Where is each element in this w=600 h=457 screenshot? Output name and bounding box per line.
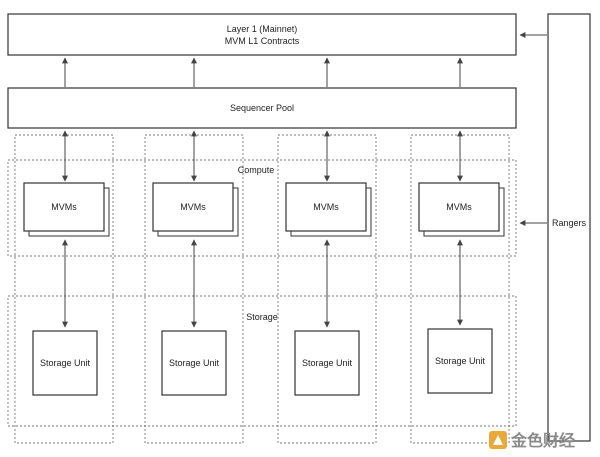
storage-group xyxy=(7,295,517,427)
storage-unit-box-1: Storage Unit xyxy=(32,330,98,396)
storage-unit-label: Storage Unit xyxy=(169,358,220,368)
mvms-label: MVMs xyxy=(313,202,339,212)
mvms-box-4: MVMs xyxy=(418,182,505,237)
layer1-title: Layer 1 (Mainnet) xyxy=(227,24,298,34)
gold-logo-icon xyxy=(489,431,507,449)
storage-unit-label: Storage Unit xyxy=(302,358,353,368)
storage-unit-box-2: Storage Unit xyxy=(161,330,227,396)
layer1-subtitle: MVM L1 Contracts xyxy=(225,36,300,46)
watermark: 金色财经 xyxy=(489,431,575,450)
storage-unit-box-3: Storage Unit xyxy=(294,330,360,396)
mvms-box-2: MVMs xyxy=(152,182,239,237)
mvms-box-3: MVMs xyxy=(285,182,372,237)
sequencer-pool-label: Sequencer Pool xyxy=(230,103,294,113)
mvms-label: MVMs xyxy=(446,202,472,212)
mvms-label: MVMs xyxy=(180,202,206,212)
storage-group-label: Storage xyxy=(246,312,278,322)
storage-unit-box-4: Storage Unit xyxy=(427,328,493,394)
compute-group xyxy=(7,159,517,257)
column-group-1 xyxy=(14,134,114,444)
watermark-text: 金色财经 xyxy=(510,431,575,450)
rangers-box: Rangers xyxy=(547,13,591,442)
compute-group-label: Compute xyxy=(238,165,275,175)
layer1-box: Layer 1 (Mainnet) MVM L1 Contracts xyxy=(7,13,517,56)
sequencer-pool-box: Sequencer Pool xyxy=(7,87,517,129)
rangers-label: Rangers xyxy=(552,218,587,228)
mvms-box-1: MVMs xyxy=(23,182,110,237)
mvms-label: MVMs xyxy=(51,202,77,212)
storage-unit-label: Storage Unit xyxy=(435,356,486,366)
storage-unit-label: Storage Unit xyxy=(40,358,91,368)
